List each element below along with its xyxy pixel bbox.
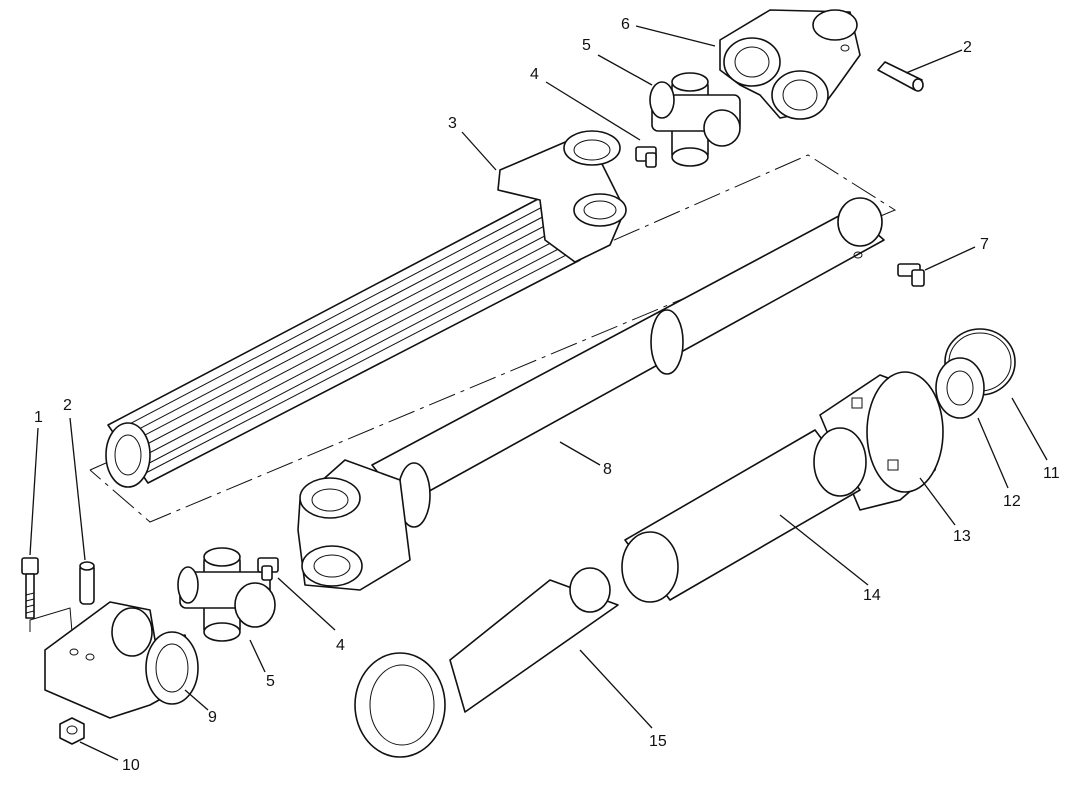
callout-13: 13 — [953, 528, 971, 545]
upper-grease-fitting — [635, 146, 657, 168]
lower-splined-yoke — [29, 601, 199, 719]
leader-lines — [29, 25, 1048, 761]
assembly-boundary — [89, 154, 897, 523]
callout-8: 8 — [603, 461, 612, 478]
callout-9: 9 — [208, 709, 217, 726]
callout-4: 4 — [530, 66, 539, 83]
callout-11: 11 — [1043, 465, 1060, 482]
callout-10: 10 — [122, 757, 140, 774]
callout-5: 5 — [582, 37, 591, 54]
upper-pin — [877, 61, 924, 92]
tube-yoke — [297, 197, 885, 591]
lock-washer — [935, 357, 985, 419]
callout-2: 2 — [963, 39, 972, 56]
callout-3: 3 — [448, 115, 457, 132]
callout-4: 4 — [336, 637, 345, 654]
callout-5: 5 — [266, 673, 275, 690]
callout-labels: 1 2 2 3 4 4 5 5 6 7 8 9 10 11 12 13 14 1… — [34, 16, 1060, 774]
upper-cross — [649, 72, 741, 167]
lower-grease-fitting — [257, 557, 279, 581]
upper-yoke — [719, 9, 861, 120]
callout-2: 2 — [63, 397, 72, 414]
bolt — [21, 557, 39, 619]
nut — [59, 717, 85, 745]
callout-15: 15 — [649, 733, 667, 750]
lower-cross — [177, 547, 276, 642]
callout-6: 6 — [621, 16, 630, 33]
callout-14: 14 — [863, 587, 881, 604]
outer-shield-tube — [621, 427, 867, 603]
grease-fitting-7 — [897, 263, 925, 287]
inner-shield-tube — [354, 567, 619, 758]
splined-shaft-yoke — [105, 130, 627, 488]
callout-7: 7 — [980, 236, 989, 253]
callout-1: 1 — [34, 409, 43, 426]
lower-pin — [79, 561, 95, 605]
callout-12: 12 — [1003, 493, 1021, 510]
